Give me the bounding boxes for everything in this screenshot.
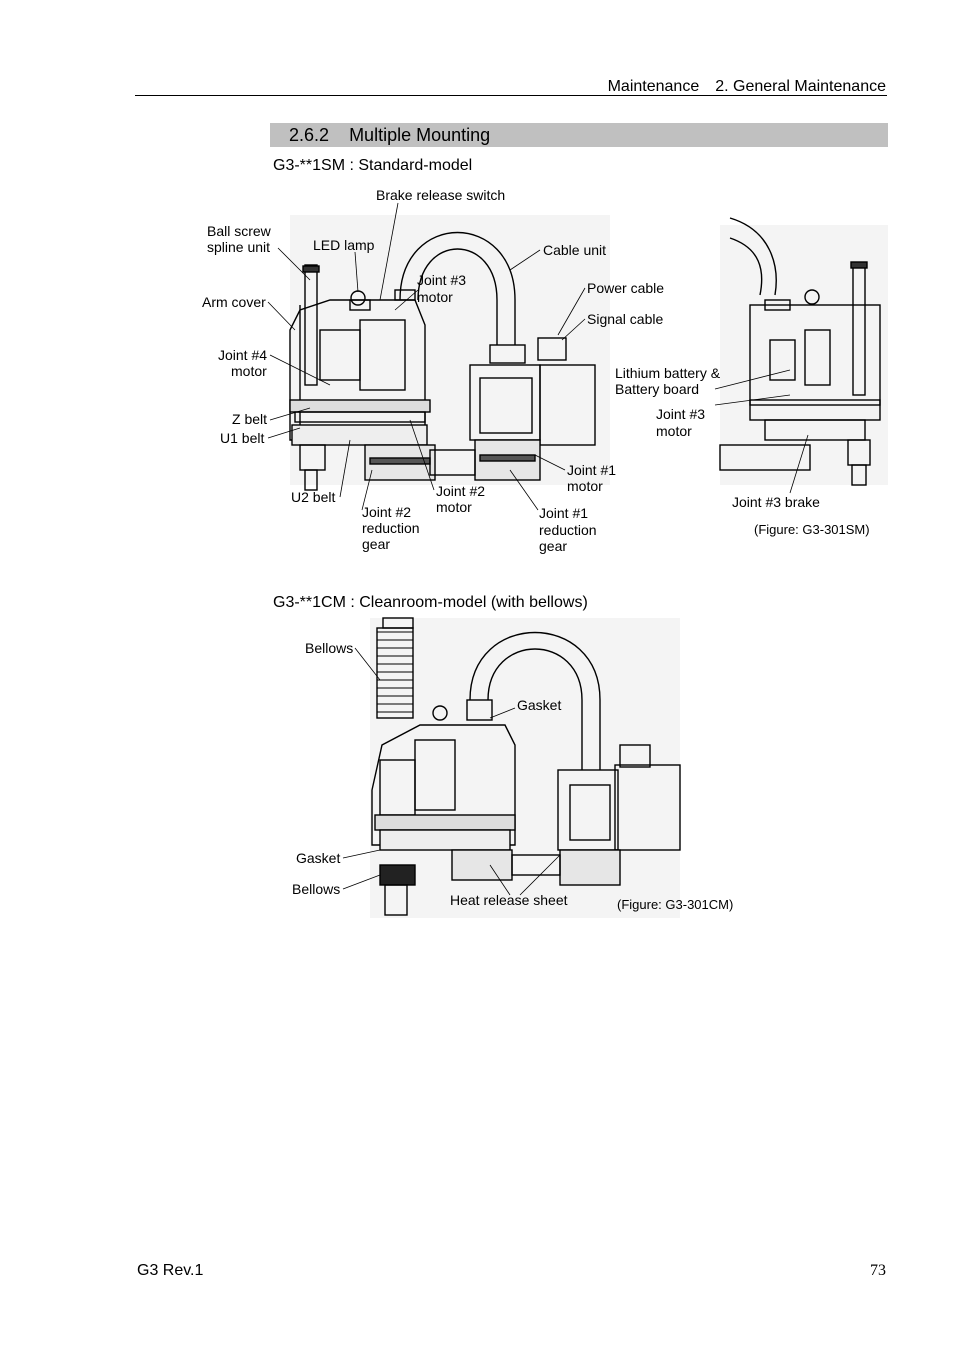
label-joint2-motor-line1: Joint #2 <box>436 483 486 499</box>
label-lithium-line1: Lithium battery & <box>615 365 721 381</box>
label-ball-screw-line1: Ball screw <box>207 223 271 239</box>
section-heading-bar <box>270 123 888 147</box>
figure-caption-sm: (Figure: G3-301SM) <box>754 522 870 537</box>
figure-caption-cm: (Figure: G3-301CM) <box>617 897 734 912</box>
section-number: 2.6.2 <box>289 125 330 145</box>
label-signal-cable: Signal cable <box>587 311 664 327</box>
label-bellows-bottom: Bellows <box>292 881 341 897</box>
running-header: Maintenance 2. General Maintenance <box>607 78 886 95</box>
cleanroom-model-heading: G3-**1CM : Cleanroom-model (with bellows… <box>273 594 588 611</box>
label-gasket-bottom: Gasket <box>296 850 341 866</box>
label-u1-belt: U1 belt <box>220 430 265 446</box>
label-joint4-motor-line1: Joint #4 <box>218 347 268 363</box>
label-joint2-gear-line3: gear <box>362 536 391 552</box>
label-joint3-motor-a-line2: motor <box>417 289 453 305</box>
footer-revision: G3 Rev.1 <box>137 1262 204 1279</box>
label-u2-belt: U2 belt <box>291 489 336 505</box>
label-z-belt: Z belt <box>232 411 268 427</box>
label-cable-unit: Cable unit <box>543 242 607 258</box>
label-joint2-gear-line1: Joint #2 <box>362 504 412 520</box>
page-number: 73 <box>870 1262 886 1279</box>
label-led-lamp: LED lamp <box>313 237 375 253</box>
label-brake-release-switch: Brake release switch <box>376 187 506 203</box>
label-joint3-motor-b-line2: motor <box>656 423 692 439</box>
label-joint1-gear-line3: gear <box>539 538 568 554</box>
label-joint2-motor-line2: motor <box>436 499 472 515</box>
label-power-cable: Power cable <box>587 280 665 296</box>
standard-model-heading: G3-**1SM : Standard-model <box>273 157 473 174</box>
label-bellows-top: Bellows <box>305 640 354 656</box>
label-joint3-brake: Joint #3 brake <box>732 494 820 510</box>
label-joint4-motor-line2: motor <box>231 363 267 379</box>
label-arm-cover: Arm cover <box>202 294 266 310</box>
header-rule <box>135 95 887 96</box>
section-title: Multiple Mounting <box>349 125 491 145</box>
label-heat-release-sheet: Heat release sheet <box>450 892 568 908</box>
label-gasket-top: Gasket <box>517 697 562 713</box>
label-joint3-motor-b-line1: Joint #3 <box>656 406 706 422</box>
label-joint1-motor-line2: motor <box>567 478 603 494</box>
label-joint1-motor-line1: Joint #1 <box>567 462 617 478</box>
label-joint3-motor-a-line1: Joint #3 <box>417 272 467 288</box>
label-ball-screw-line2: spline unit <box>207 239 271 255</box>
label-joint1-gear-line2: reduction <box>539 522 597 538</box>
label-joint1-gear-line1: Joint #1 <box>539 505 589 521</box>
label-lithium-line2: Battery board <box>615 381 700 397</box>
section-heading: 2.6.2 Multiple Mounting <box>289 125 490 146</box>
label-joint2-gear-line2: reduction <box>362 520 420 536</box>
